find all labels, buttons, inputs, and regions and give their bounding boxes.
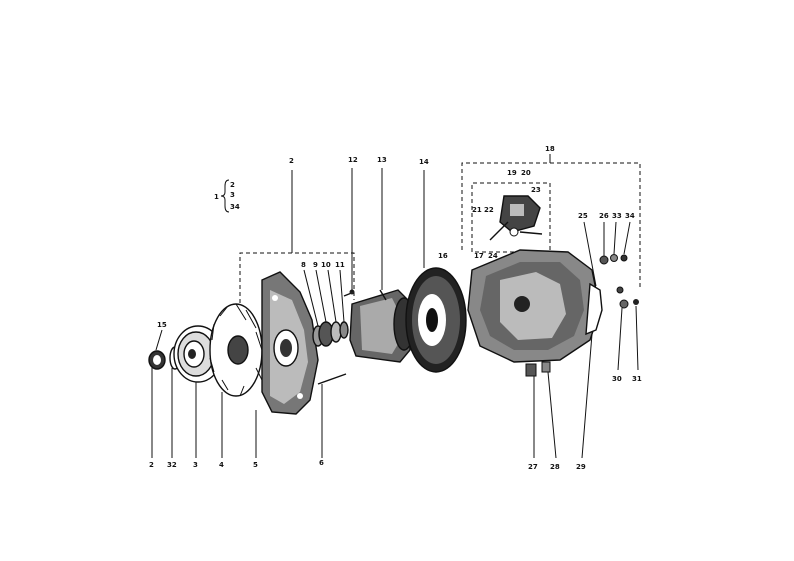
label-2-bottom: 2 [149,461,154,469]
label-28: 28 [550,463,560,471]
legend-label-main: 1 [214,193,219,201]
part-screw [343,289,355,297]
label-24: 24 [488,252,498,260]
group-bracket-18 [461,154,641,290]
label-30: 30 [612,375,622,383]
label-19: 19 [507,169,517,177]
label-10: 10 [321,261,331,269]
part-labels: 2 12 13 14 18 19 20 23 21 22 17 24 16 25… [149,145,642,471]
part-slip-ring-housing [467,249,601,363]
legend-bracket: 1 2 3 34 [214,179,240,213]
part-rotor [349,289,415,363]
legend-label-b: 3 [230,191,235,199]
group-bracket-2 [239,170,355,338]
legend-label-c: 34 [230,203,240,211]
part-nuts-30-31 [619,299,639,309]
label-3: 3 [193,461,198,469]
part-fan [209,303,263,397]
label-18: 18 [545,145,555,153]
label-16: 16 [438,252,448,260]
label-32: 32 [167,461,177,469]
part-terminal-studs [599,254,628,294]
part-brush-holder [489,195,543,241]
label-23: 23 [531,186,541,194]
part-drive-end-bracket [261,271,319,415]
leader-lines [151,168,639,459]
part-stator [405,267,467,373]
legend-label-a: 2 [230,181,235,189]
label-9: 9 [313,261,318,269]
label-20: 20 [521,169,531,177]
label-27: 27 [528,463,538,471]
label-25: 25 [578,212,588,220]
label-31: 31 [632,375,642,383]
label-29: 29 [576,463,586,471]
label-15: 15 [157,321,167,329]
part-nut [148,350,166,370]
part-through-bolt [317,373,347,385]
label-13: 13 [377,156,387,164]
label-5: 5 [253,461,258,469]
label-6: 6 [319,459,324,467]
label-12: 12 [348,156,358,164]
label-22: 22 [484,206,494,214]
label-4: 4 [219,461,224,469]
label-17: 17 [474,252,484,260]
label-21: 21 [472,206,482,214]
label-2-top: 2 [289,157,294,165]
label-34: 34 [625,212,635,220]
label-8: 8 [301,261,306,269]
label-14: 14 [419,158,429,166]
label-26: 26 [599,212,609,220]
label-11: 11 [335,261,345,269]
label-33: 33 [612,212,622,220]
part-bolts-27-28 [525,361,551,377]
part-terminal-plate [585,282,603,336]
